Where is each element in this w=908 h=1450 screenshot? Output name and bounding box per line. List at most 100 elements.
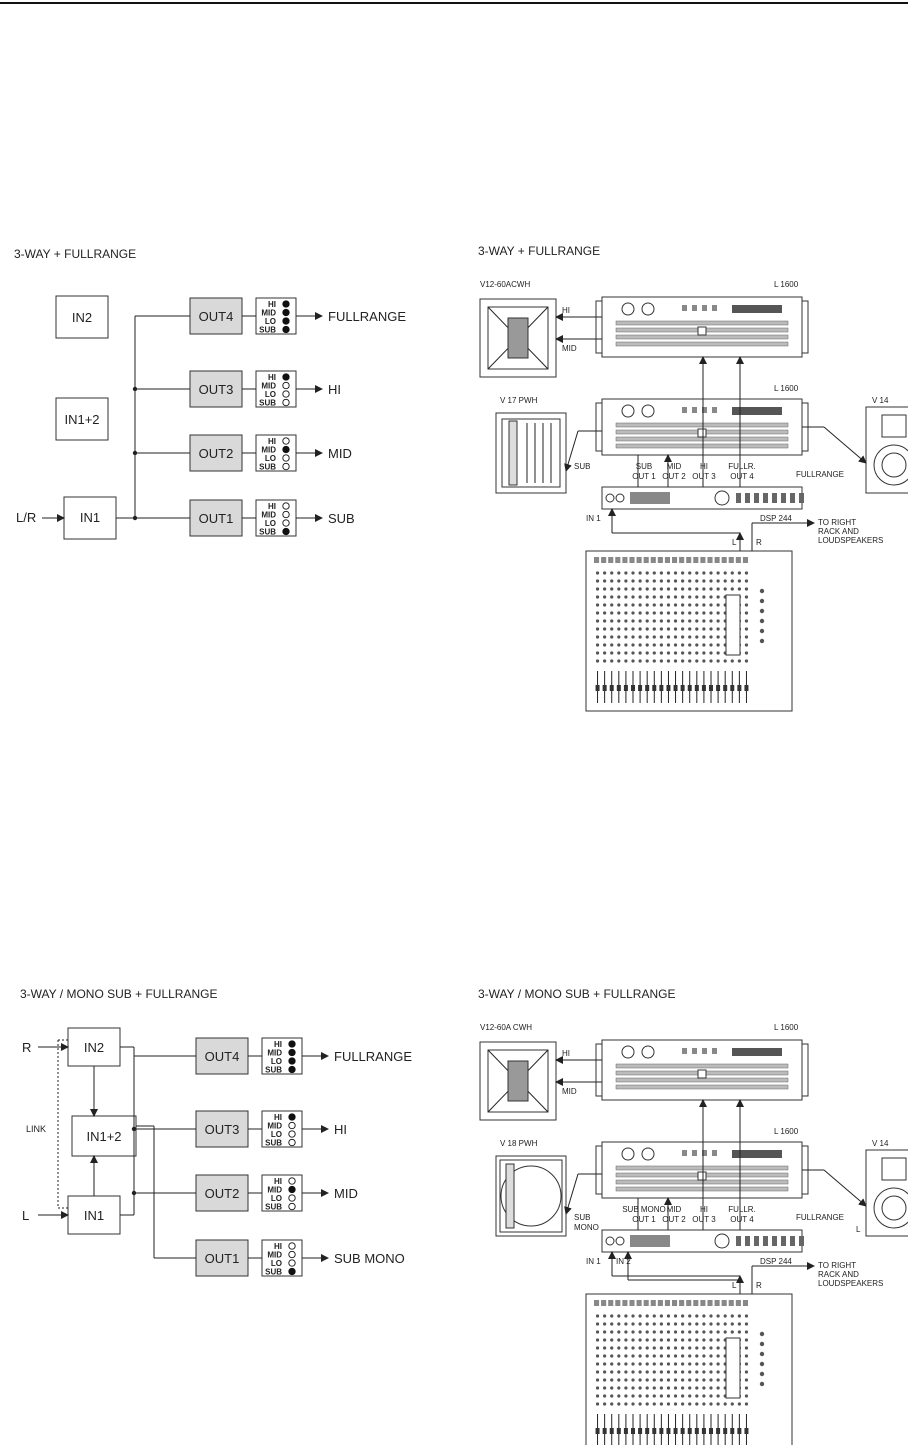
fader-cap: [595, 1428, 600, 1434]
channel-knob: [659, 1314, 663, 1318]
input-label: IN2: [72, 310, 92, 325]
fader-cap: [616, 1428, 621, 1434]
handle: [697, 428, 707, 438]
fader-cap: [680, 1428, 685, 1434]
output-label: HI: [334, 1122, 347, 1137]
fader-cap: [723, 685, 728, 691]
channel-knob: [666, 571, 671, 575]
channel-knob: [723, 659, 727, 663]
channel-knob: [695, 619, 699, 623]
channel-knob: [603, 1330, 607, 1334]
channel-knob: [631, 643, 635, 647]
channel-knob: [744, 579, 749, 583]
channel-knob: [652, 1370, 656, 1374]
amp-top-label: L 1600: [774, 1023, 799, 1032]
channel-knob: [695, 1402, 699, 1406]
channel-knob: [624, 1370, 628, 1374]
channel-knob: [702, 571, 706, 575]
dsp-button: [790, 493, 795, 503]
channel-knob: [716, 651, 720, 655]
channel-knob: [659, 571, 663, 575]
r-label: R: [756, 538, 762, 547]
port: [508, 420, 518, 486]
channel-knob: [688, 1314, 692, 1318]
channel-knob: [709, 1314, 713, 1318]
channel-knob: [659, 1394, 663, 1398]
dsp-label: DSP 244: [760, 1257, 792, 1266]
fader-cap: [631, 685, 635, 691]
fader-cap: [645, 685, 650, 691]
dsp-button: [745, 1236, 750, 1246]
channel-head: [622, 557, 628, 563]
channel-knob: [617, 627, 621, 631]
channel-knob: [673, 1338, 678, 1342]
dsp-output-label: OUT 2: [662, 472, 686, 481]
channel-knob: [617, 1346, 621, 1350]
channel-knob: [716, 1346, 720, 1350]
band-name: HI: [274, 1113, 282, 1122]
channel-knob: [695, 1354, 699, 1358]
channel-knob: [659, 579, 663, 583]
channel-knob: [673, 571, 678, 575]
channel-knob: [638, 1338, 642, 1342]
channel-knob: [645, 659, 649, 663]
channel-knob: [624, 1346, 628, 1350]
channel-knob: [673, 643, 678, 647]
channel-knob: [673, 627, 678, 631]
channel-head: [672, 1300, 678, 1306]
channel-knob: [666, 1394, 671, 1398]
channel-knob: [638, 651, 642, 655]
led: [682, 305, 687, 311]
channel-knob: [673, 1378, 678, 1382]
channel-knob: [744, 1314, 749, 1318]
channel-head: [714, 1300, 720, 1306]
band-off-dot: [282, 454, 290, 462]
input-box-in12: [71, 1115, 137, 1157]
channel-head: [728, 557, 734, 563]
dsp-output-label: OUT 1: [632, 472, 656, 481]
channel-knob: [659, 1354, 663, 1358]
channel-knob: [595, 587, 600, 591]
channel-knob: [730, 1330, 734, 1334]
channel-head: [679, 557, 685, 563]
channel-head: [601, 557, 607, 563]
sub-arrow: [564, 430, 579, 472]
dsp-button: [754, 1236, 759, 1246]
channel-knob: [744, 1370, 749, 1374]
channel-knob: [744, 1394, 749, 1398]
channel-knob: [723, 1402, 727, 1406]
channel-knob: [659, 1330, 663, 1334]
channel-knob: [666, 611, 671, 615]
band-name: MID: [267, 1186, 282, 1195]
channel-knob: [617, 1330, 621, 1334]
port: [505, 1163, 515, 1229]
vent-slot: [615, 1063, 789, 1069]
channel-knob: [688, 571, 692, 575]
channel-knob: [595, 603, 600, 607]
fader-cap: [659, 685, 664, 691]
channel-knob: [681, 659, 685, 663]
channel-knob: [638, 595, 642, 599]
fader-cap: [616, 685, 621, 691]
link-label: LINK: [26, 1124, 46, 1134]
band-name: SUB: [259, 463, 276, 472]
channel-knob: [666, 1402, 671, 1406]
fader-cap: [638, 685, 643, 691]
channel-knob: [688, 627, 692, 631]
channel-knob: [666, 635, 671, 639]
brand-plate: [732, 305, 782, 313]
channel-knob: [652, 587, 656, 591]
channel-knob: [617, 1394, 621, 1398]
channel-head: [664, 1300, 670, 1306]
channel-knob: [702, 1394, 706, 1398]
channel-knob: [617, 1378, 621, 1382]
channel-knob: [716, 1370, 720, 1374]
dsp-output-label: SUB MONO: [622, 1205, 666, 1214]
input-label: IN1: [84, 1208, 104, 1223]
fullrange-l-label: L: [856, 1225, 861, 1234]
dsp-button: [781, 493, 786, 503]
channel-knob: [617, 587, 621, 591]
master-knob: [759, 1371, 765, 1377]
knob: [615, 493, 625, 503]
channel-knob: [716, 611, 720, 615]
